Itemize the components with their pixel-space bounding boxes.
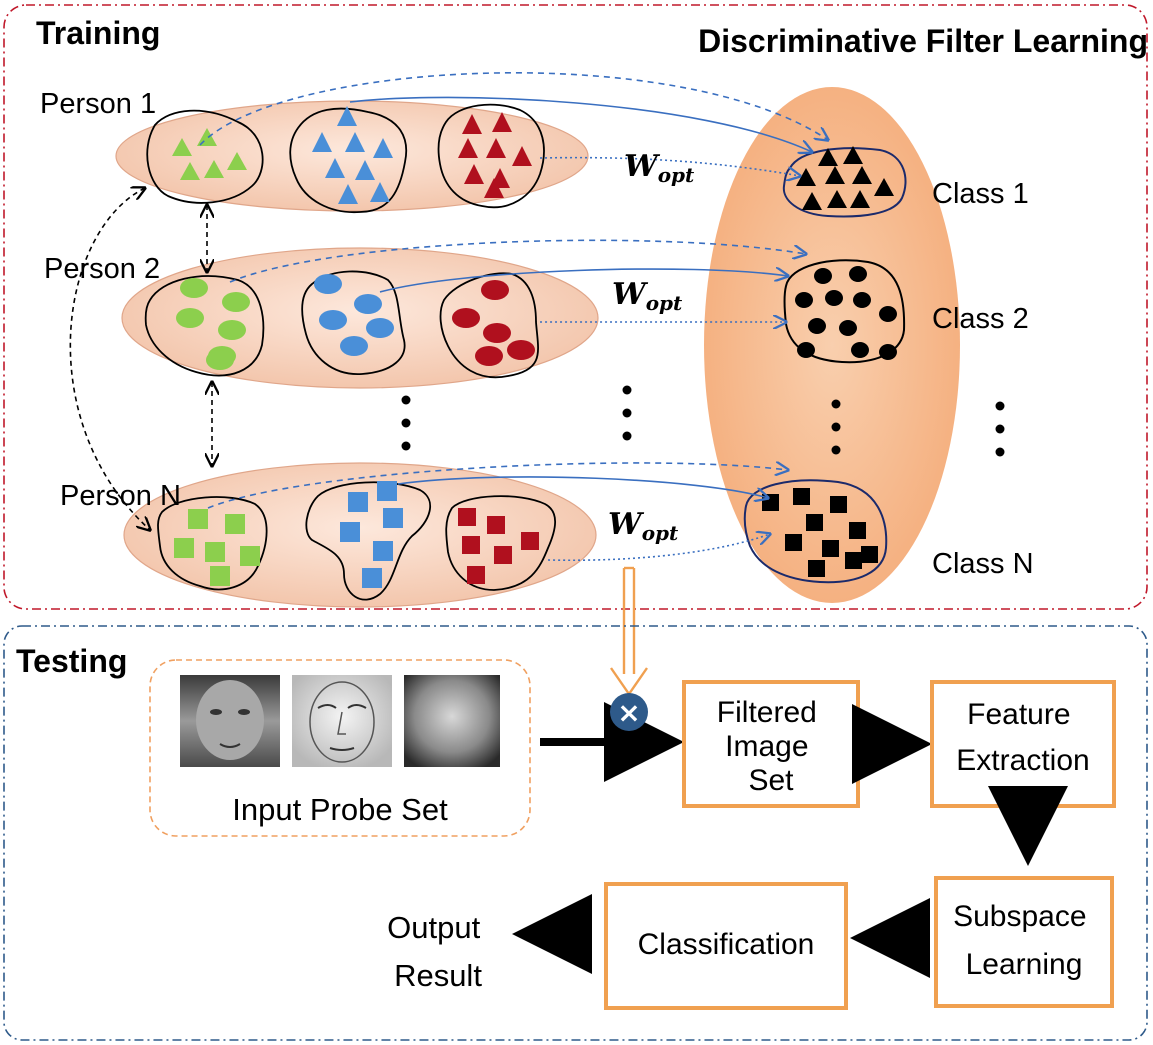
filtered-image-set-label: Filtered Image Set	[717, 696, 825, 797]
red-circle-markers	[452, 280, 535, 366]
w-opt-label-2: Wopt	[612, 277, 683, 315]
classification-label: Classification	[638, 928, 815, 961]
class-space-ellipse	[704, 87, 960, 603]
green-square-markers	[174, 509, 260, 586]
w-opt-label-n: Wopt	[608, 507, 679, 545]
person-2-red-cluster	[439, 272, 539, 379]
class-2-label: Class 2	[932, 303, 1029, 335]
probe-face-nir	[404, 675, 500, 767]
person-n-label: Person N	[60, 480, 181, 512]
feature-extraction-box	[930, 680, 1116, 808]
vertical-ellipsis-marks	[401, 385, 1005, 457]
red-triangle-markers	[458, 112, 532, 198]
class-n-cluster	[743, 479, 888, 584]
testing-title: Testing	[16, 643, 127, 679]
blue-circle-markers	[314, 274, 394, 356]
filtered-image-set-box	[682, 680, 860, 808]
class-1-triangle-markers	[796, 146, 894, 210]
class-1-label: Class 1	[932, 178, 1029, 210]
class-n-label: Class N	[932, 548, 1034, 580]
class-2-circle-markers	[795, 266, 897, 360]
green-circle-markers	[176, 278, 250, 370]
blue-square-markers	[340, 481, 403, 588]
person-2-blue-cluster	[301, 270, 406, 375]
output-result-label: Output Result	[387, 910, 489, 993]
w-opt-label-1: Wopt	[624, 149, 695, 187]
combine-node	[610, 693, 648, 731]
subspace-learning-label: Subspace Learning	[953, 900, 1095, 981]
blue-triangle-markers	[312, 106, 393, 204]
person-link-arrows	[69, 188, 212, 530]
person-1-red-cluster	[437, 103, 545, 209]
filter-transfer-arrow	[610, 566, 648, 697]
probe-face-sketch	[292, 675, 392, 767]
classification-box	[604, 882, 848, 1010]
person-2-label: Person 2	[44, 253, 160, 285]
combine-symbol: ×	[617, 696, 640, 729]
testing-panel	[3, 625, 1148, 1041]
feature-extraction-label: Feature Extraction	[956, 698, 1089, 777]
person-1-green-cluster	[146, 109, 264, 204]
probe-face-images	[180, 675, 500, 767]
probe-set-label: Input Probe Set	[232, 792, 448, 827]
person-n-blue-cluster	[305, 481, 431, 601]
subspace-learning-box	[934, 876, 1114, 1008]
training-title: Training	[36, 15, 160, 51]
person-n-red-cluster	[445, 495, 557, 591]
mapping-arrows	[199, 72, 828, 562]
green-triangle-markers	[172, 128, 247, 180]
red-square-markers	[458, 508, 539, 584]
training-subtitle: Discriminative Filter Learning	[698, 23, 1148, 59]
class-n-square-markers	[762, 488, 878, 577]
person-1-label: Person 1	[40, 88, 156, 120]
person-1-blue-cluster	[289, 107, 408, 214]
training-panel	[3, 4, 1148, 610]
probe-set-box	[149, 659, 531, 837]
person-n-green-cluster	[157, 496, 268, 591]
